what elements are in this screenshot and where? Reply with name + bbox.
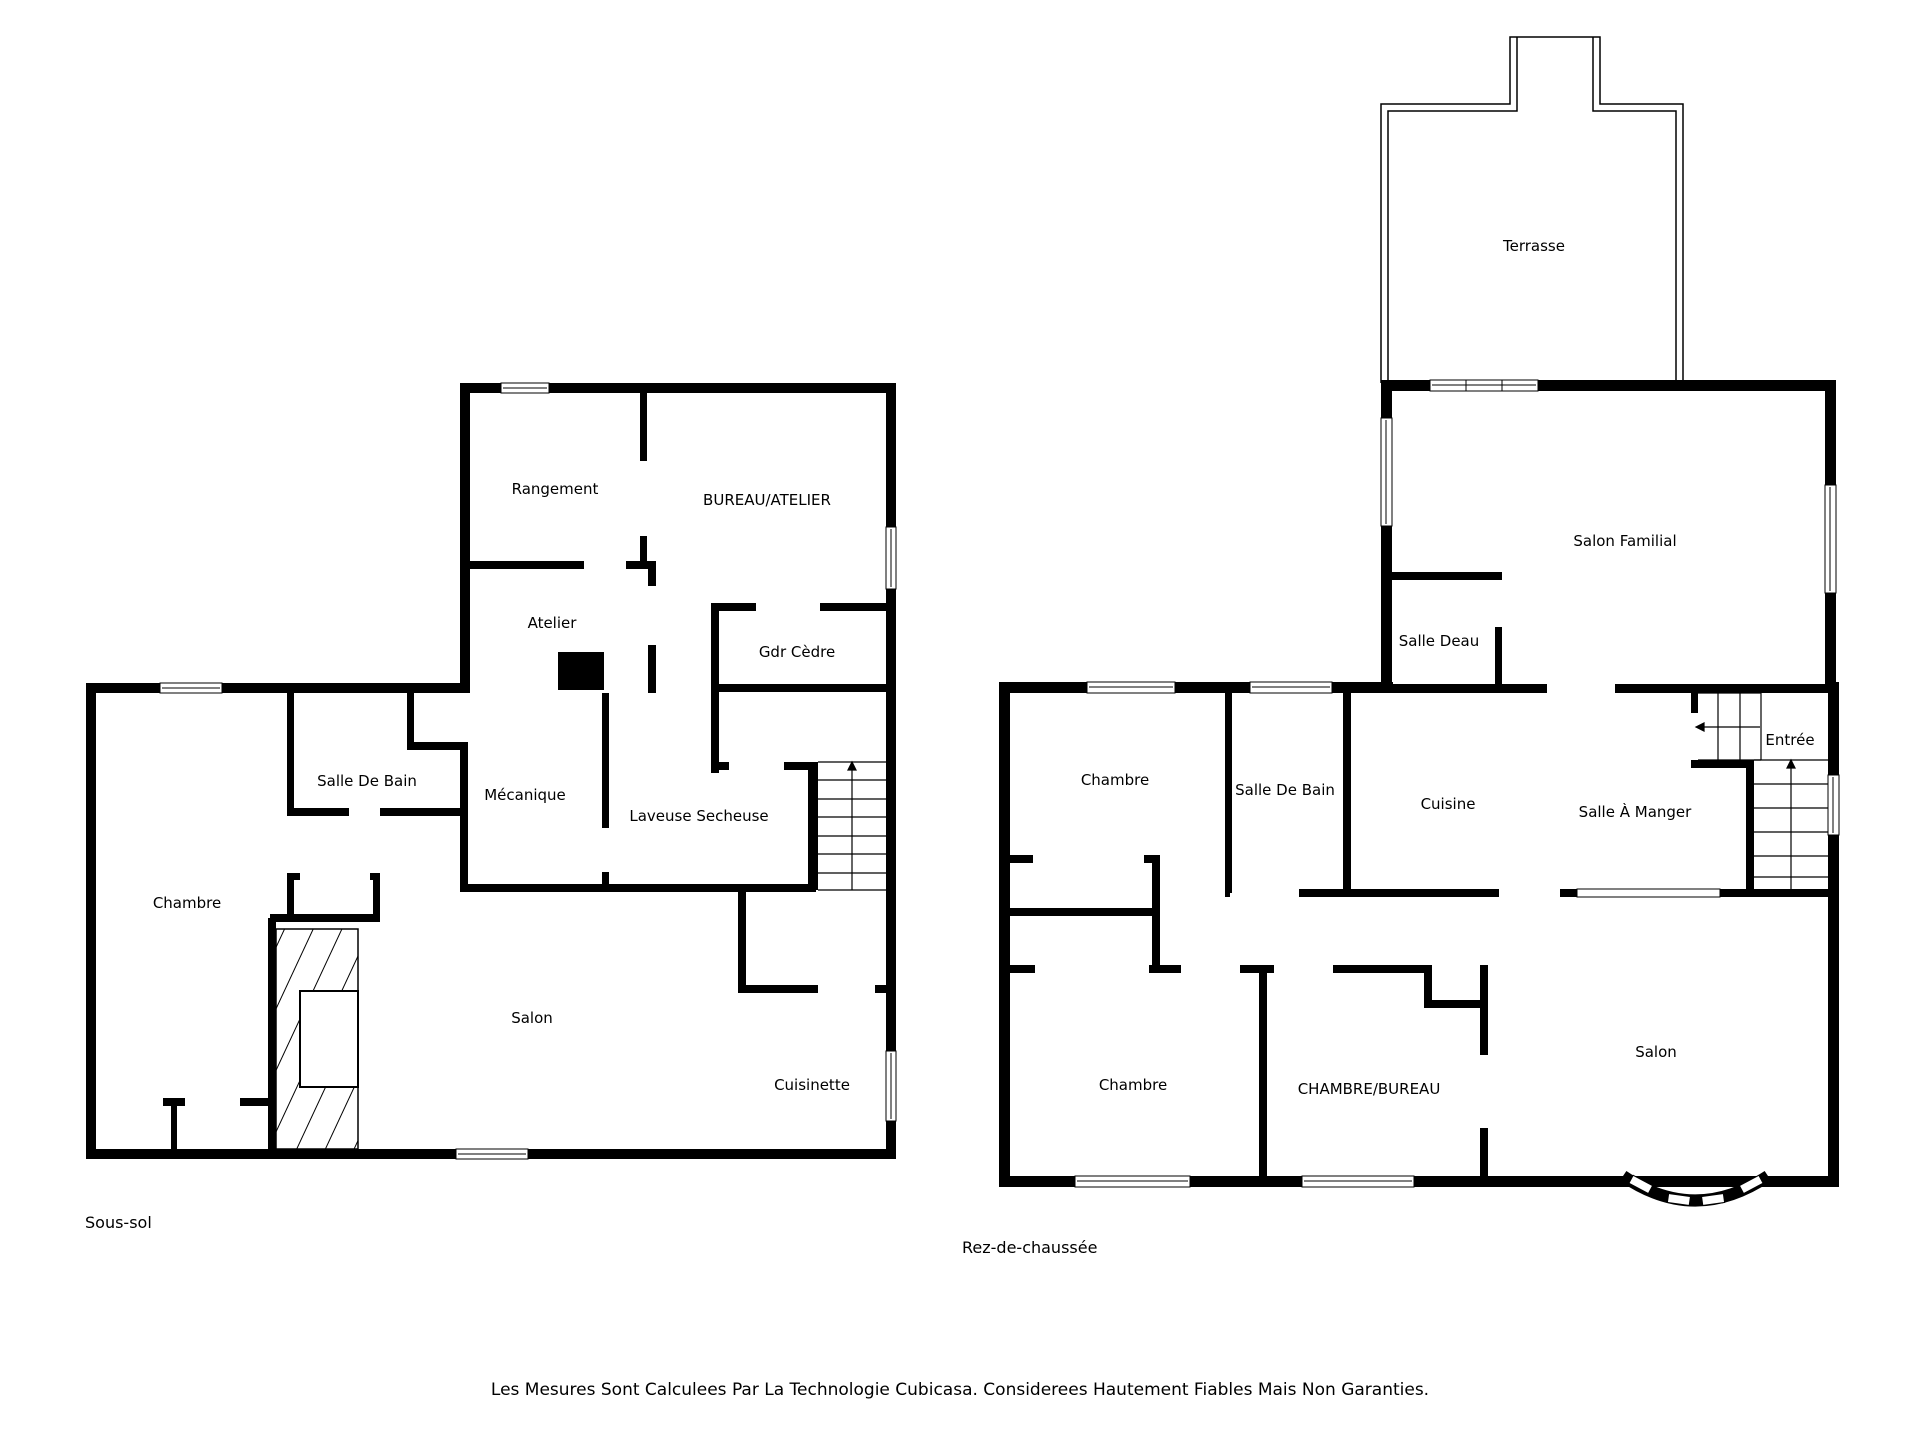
room-label-gdr-cedre: Gdr Cèdre bbox=[758, 643, 836, 661]
ground-floor-windows bbox=[1074, 379, 1840, 1188]
basement-stairs-icon bbox=[818, 760, 886, 891]
room-label-salle-de-bain-basement: Salle De Bain bbox=[317, 772, 417, 790]
room-label-terrasse: Terrasse bbox=[1503, 237, 1565, 255]
room-label-bureau-atelier: BUREAU/ATELIER bbox=[703, 491, 831, 509]
room-label-rangement: Rangement bbox=[511, 480, 599, 498]
room-label-salon-familial: Salon Familial bbox=[1573, 532, 1677, 550]
bay-window-icon bbox=[1619, 1170, 1772, 1207]
room-label-entree: Entrée bbox=[1765, 731, 1815, 749]
room-label-salle-deau: Salle Deau bbox=[1398, 632, 1480, 650]
terrace-outline bbox=[1380, 36, 1684, 383]
room-label-laveuse-secheuse: Laveuse Secheuse bbox=[629, 807, 769, 825]
room-label-chambre-bureau: CHAMBRE/BUREAU bbox=[1297, 1080, 1441, 1098]
room-label-atelier: Atelier bbox=[527, 614, 577, 632]
fireplace-icon bbox=[275, 928, 359, 1150]
room-label-salle-a-manger: Salle À Manger bbox=[1578, 803, 1692, 821]
room-label-mecanique: Mécanique bbox=[484, 786, 566, 804]
room-label-salle-de-bain-ground: Salle De Bain bbox=[1235, 781, 1335, 799]
ground-stairs-icon bbox=[1694, 692, 1828, 889]
room-label-chambre-ground-1: Chambre bbox=[1080, 771, 1150, 789]
room-label-salon-basement: Salon bbox=[511, 1009, 553, 1027]
level-caption-basement: Sous-sol bbox=[85, 1213, 152, 1232]
room-label-salon-ground: Salon bbox=[1635, 1043, 1677, 1061]
room-label-chambre-basement: Chambre bbox=[152, 894, 222, 912]
room-label-cuisinette: Cuisinette bbox=[774, 1076, 850, 1094]
measurement-disclaimer: Les Mesures Sont Calculees Par La Techno… bbox=[490, 1380, 1430, 1400]
room-label-chambre-ground-2: Chambre bbox=[1098, 1076, 1168, 1094]
level-caption-ground-floor: Rez-de-chaussée bbox=[962, 1238, 1098, 1257]
room-label-cuisine: Cuisine bbox=[1420, 795, 1476, 813]
basement-windows bbox=[159, 382, 897, 1160]
